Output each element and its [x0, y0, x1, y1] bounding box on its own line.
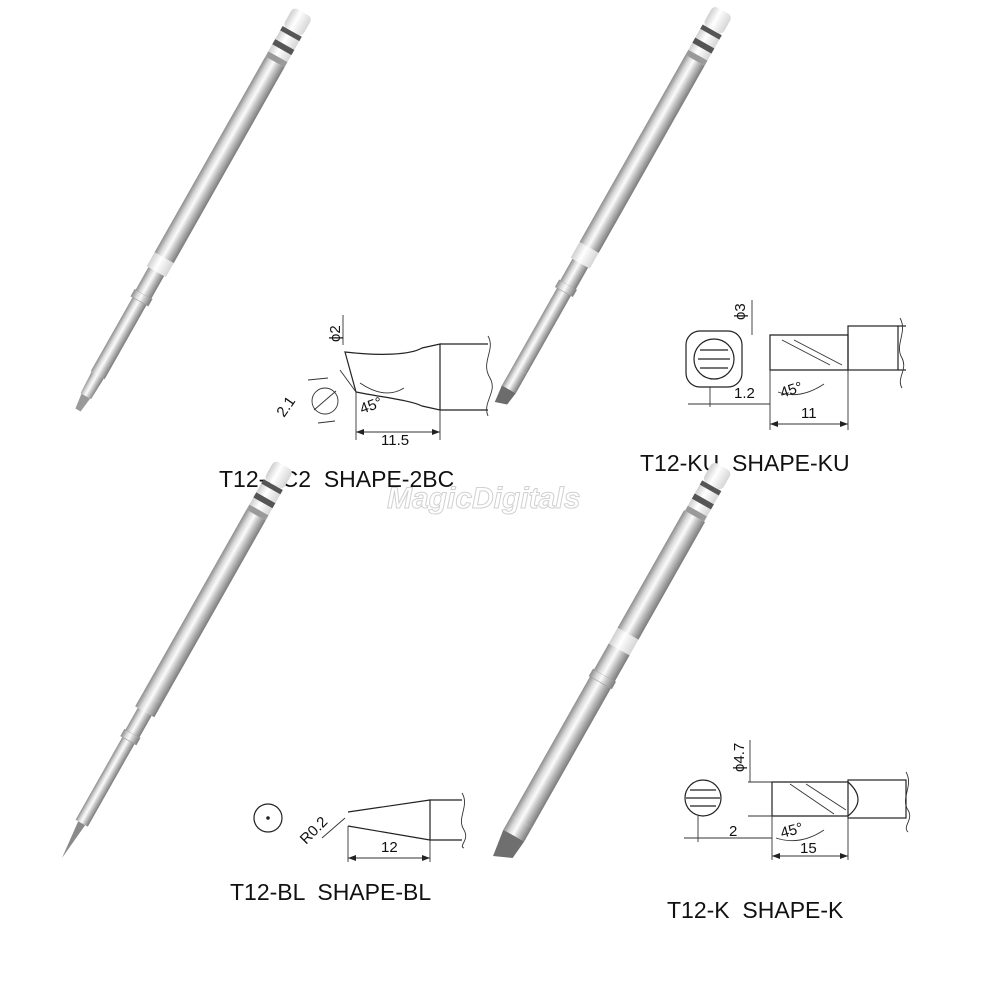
dim-angle-label: 45° — [778, 379, 805, 402]
dim-flat-label: 1.2 — [734, 385, 755, 402]
dim-angle-label: 45° — [779, 820, 805, 842]
dim-angle-label: 45° — [358, 394, 385, 418]
soldering-tip-bl — [62, 461, 292, 858]
watermark: MagicDigitals — [387, 482, 580, 515]
dim-diameter-label: ϕ3 — [732, 303, 749, 320]
dim-length-label: 15 — [800, 840, 817, 857]
dim-flat-label: 2.1 — [273, 393, 299, 420]
dim-length-label: 12 — [381, 839, 398, 856]
dimension-drawing-bc2: ϕ2 45° 2.1 11.5 — [273, 315, 493, 449]
soldering-tip-bc2 — [75, 8, 311, 412]
dim-flat-label: 2 — [729, 823, 737, 840]
dim-diameter-label: ϕ4.7 — [731, 743, 748, 772]
caption-t12-bl: T12-BL SHAPE-BL — [230, 879, 431, 905]
dim-radius-label: R0.2 — [297, 813, 331, 847]
soldering-tip-k — [493, 462, 731, 858]
caption-t12-ku: T12-KU SHAPE-KU — [640, 450, 850, 476]
caption-t12-bc2: T12-BC2 SHAPE-2BC — [219, 466, 454, 492]
soldering-tip-ku — [494, 7, 731, 405]
dimension-drawing-ku: ϕ3 1.2 45° 11 — [685, 300, 906, 430]
dimension-drawing-k: ϕ4.7 2 45° 15 — [684, 740, 911, 860]
dim-length-label: 11 — [801, 405, 817, 422]
dim-diameter-label: ϕ2 — [327, 325, 344, 342]
dimension-drawing-bl: R0.2 12 — [253, 792, 467, 862]
caption-t12-k: T12-K SHAPE-K — [667, 897, 844, 923]
dim-length-label: 11.5 — [381, 432, 409, 449]
